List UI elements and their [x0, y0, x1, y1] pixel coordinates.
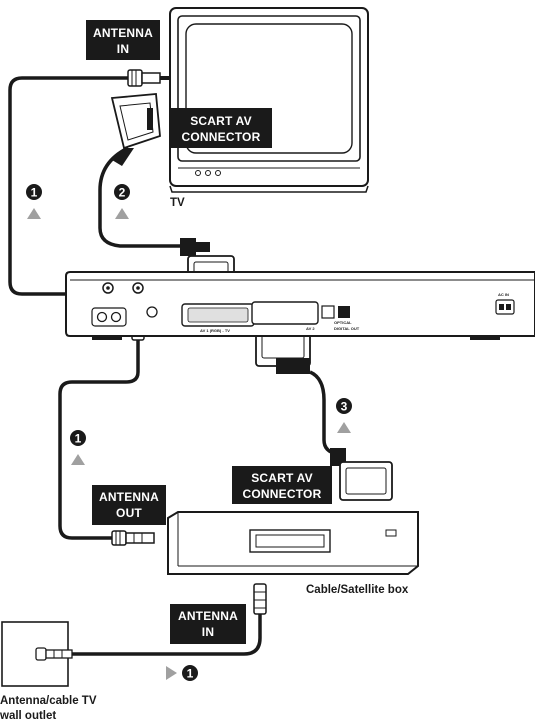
antenna-cable-wall [72, 614, 262, 656]
rf-plug-box-out-icon [111, 530, 155, 546]
arrow-up-icon [337, 422, 351, 433]
scart-plug-box-icon [330, 448, 393, 501]
step-marker-scart-tv: 2 [114, 184, 130, 219]
rf-plug-box-in-icon [253, 583, 267, 615]
optical-label: OPTICAL [334, 320, 352, 325]
wall-outlet [1, 621, 73, 687]
svg-text:1: 1 [187, 667, 194, 681]
rf-plug-tv-icon [127, 69, 170, 87]
step-marker-antenna-out: 1 [70, 430, 86, 465]
antenna-cable-tv [8, 76, 128, 296]
tv [169, 7, 369, 193]
step-marker-scart-box: 3 [336, 398, 352, 433]
antenna-cable-box [58, 340, 140, 540]
svg-text:1: 1 [75, 432, 82, 446]
cable-satellite-box [167, 511, 419, 575]
digital-out-label: DIGITAL OUT [334, 326, 360, 331]
tv-caption: TV [170, 197, 185, 209]
svg-text:2: 2 [119, 186, 126, 200]
svg-text:3: 3 [341, 400, 348, 414]
scart-plug-tv-icon [110, 93, 161, 166]
recorder-rear-panel [65, 271, 535, 340]
cable-box-caption: Cable/Satellite box [306, 584, 409, 596]
ac-in-label: AC IN [498, 292, 509, 297]
av2-label: AV 2 [306, 326, 315, 331]
svg-text:1: 1 [31, 186, 38, 200]
scart-cable-tv [98, 146, 192, 248]
scart-cable-box [309, 370, 339, 456]
step-marker-antenna-tv: 1 [26, 184, 42, 219]
av1-label: AV 1 (RGB) - TV [200, 328, 230, 333]
arrow-right-icon [166, 666, 177, 680]
arrow-up-icon [27, 208, 41, 219]
arrow-up-icon [71, 454, 85, 465]
step-marker-wall: 1 [166, 665, 198, 681]
arrow-up-icon [115, 208, 129, 219]
wall-outlet-caption: Antenna/cable TV wall outlet [0, 695, 100, 722]
